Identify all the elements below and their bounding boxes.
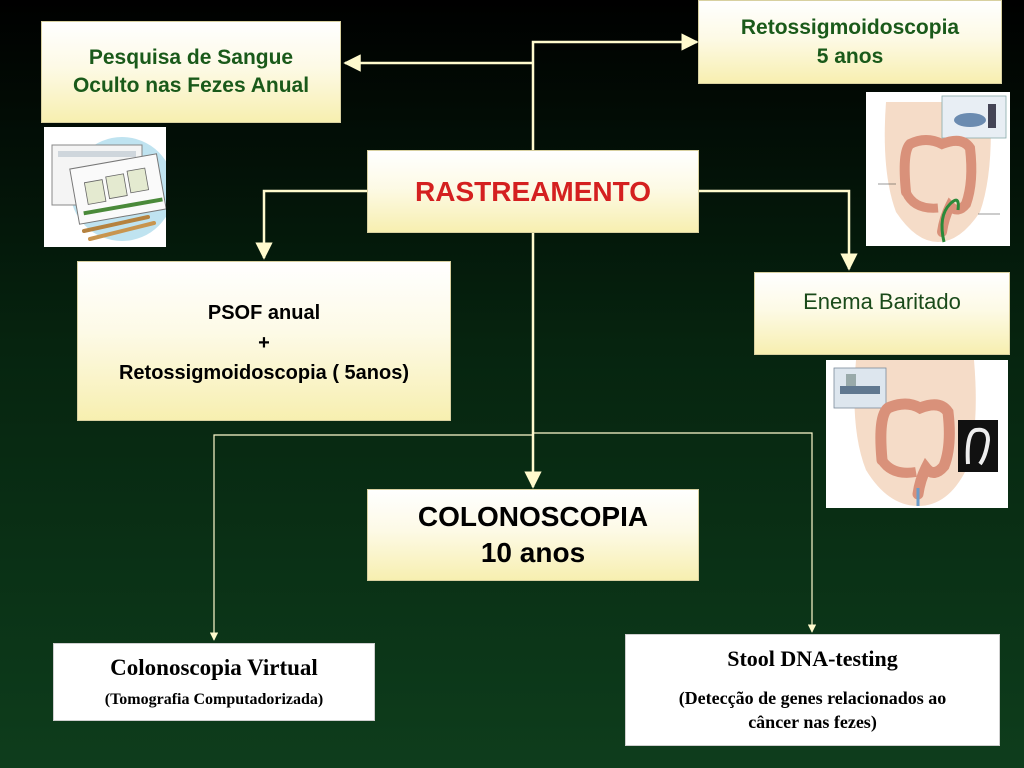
colonoscopy-line2: 10 anos [480,537,586,568]
arrow-to-enema [699,189,858,271]
fobt-line2: Oculto nas Fezes Anual [72,74,310,97]
virtual-colonoscopy-title: Colonoscopia Virtual [110,655,318,680]
colonoscopy-line1: COLONOSCOPIA [417,501,649,532]
fecal-occult-blood-test-card-icon [44,127,166,247]
stool-dna-subtitle-line2: câncer nas fezes) [748,712,877,732]
sigmoidoscopy-box: Retossigmoidoscopia 5 anos [698,0,1002,84]
psof-line1: PSOF anual [207,302,321,324]
psof-line3: Retossigmoidoscopia ( 5anos) [118,362,410,384]
colonoscopy-box: COLONOSCOPIA 10 anos [367,489,699,581]
sigmoidoscopy-line2: 5 anos [816,45,884,68]
psof-line2: + [258,332,270,354]
enema-box: Enema Baritado [754,272,1010,355]
arrow-to-stool-dna [533,432,817,633]
sigmoidoscopy-anatomy-icon [866,92,1010,246]
stool-dna-box: Stool DNA-testing (Detecção de genes rel… [625,634,1000,746]
arrow-to-psof [255,189,367,260]
fobt-line1: Pesquisa de Sangue [88,46,294,69]
sigmoidoscopy-line1: Retossigmoidoscopia [740,16,960,39]
rastreamento-label: RASTREAMENTO [415,175,651,207]
arrow-to-virtual-colonoscopy [209,434,533,641]
virtual-colonoscopy-box: Colonoscopia Virtual (Tomografia Computa… [53,643,375,721]
barium-enema-anatomy-icon [826,360,1008,508]
stool-dna-title: Stool DNA-testing [727,646,898,671]
psof-box: PSOF anual + Retossigmoidoscopia ( 5anos… [77,261,451,421]
enema-label: Enema Baritado [803,289,961,314]
virtual-colonoscopy-subtitle: (Tomografia Computadorizada) [104,691,324,708]
stool-dna-subtitle-line1: (Detecção de genes relacionados ao [678,688,947,708]
arrow-to-sigmoidoscopy [531,33,699,150]
rastreamento-box: RASTREAMENTO [367,150,699,233]
fobt-box: Pesquisa de Sangue Oculto nas Fezes Anua… [41,21,341,123]
